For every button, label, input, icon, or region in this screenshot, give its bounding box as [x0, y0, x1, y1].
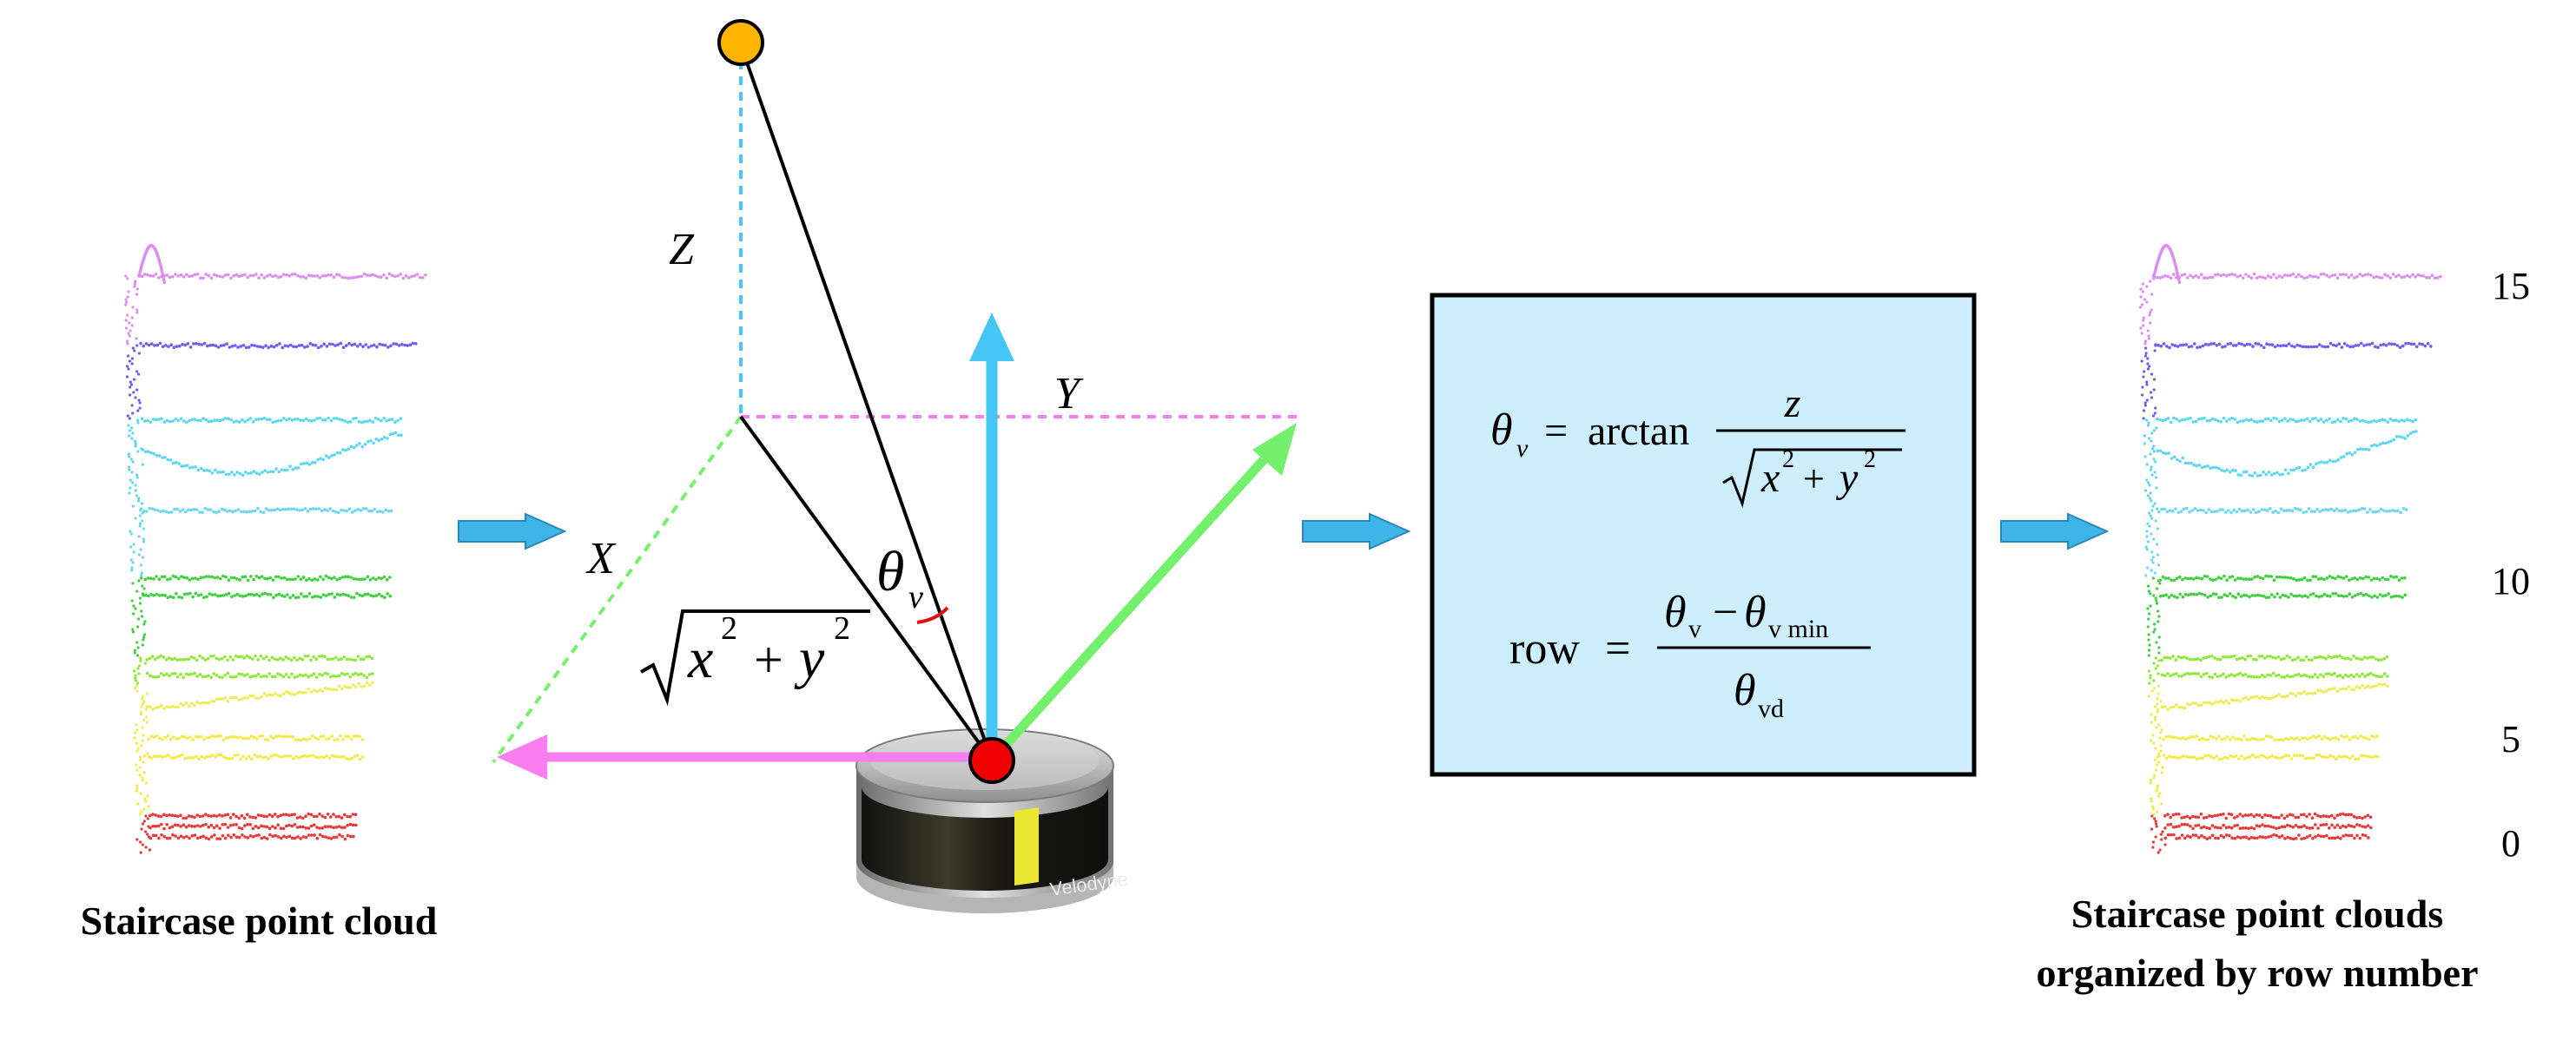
formula-row: row = θ v − θ v min θ vd: [1509, 588, 1871, 723]
staircase-point-cloud-right: [2138, 244, 2442, 854]
left-caption: Staircase point cloud: [81, 899, 438, 943]
sensor-origin-marker: [968, 737, 1015, 784]
flow-arrow-2: [1302, 512, 1411, 550]
svg-text:v: v: [908, 579, 923, 616]
horizontal-distance-label: x 2 + y 2: [640, 609, 870, 707]
svg-text:=: =: [1544, 408, 1568, 454]
row-number-5: 5: [2501, 718, 2520, 761]
row-number-0: 0: [2501, 822, 2520, 865]
svg-text:y: y: [1835, 455, 1859, 501]
formula-box: [1430, 293, 1977, 777]
axis-label-z: Z: [669, 225, 695, 274]
row-number-10: 10: [2492, 560, 2530, 603]
svg-text:θ: θ: [1744, 588, 1767, 637]
svg-text:y: y: [794, 627, 825, 690]
range-line: [739, 44, 994, 761]
svg-text:x: x: [687, 627, 713, 690]
svg-text:z: z: [1784, 380, 1801, 426]
svg-text:vd: vd: [1758, 695, 1784, 723]
x-axis-arrow: [497, 734, 992, 780]
svg-text:+: +: [754, 631, 783, 688]
svg-text:θ: θ: [876, 540, 904, 603]
svg-text:−: −: [1713, 588, 1738, 637]
formula-theta-v: θ v = arctan z x 2 + y 2: [1490, 380, 1906, 509]
svg-text:2: 2: [1864, 446, 1876, 473]
svg-text:2: 2: [721, 610, 737, 647]
svg-text:θ: θ: [1490, 405, 1513, 455]
lidar-point-marker: [717, 19, 764, 66]
theta-angle-arc: [916, 606, 949, 624]
staircase-point-cloud-left: [124, 244, 427, 854]
z-axis-arrow: [969, 313, 1014, 761]
velodyne-sensor: Velodyne: [855, 728, 1129, 913]
svg-text:v: v: [1516, 434, 1529, 463]
flow-arrow-1: [458, 512, 567, 550]
svg-text:row: row: [1509, 624, 1580, 674]
theta-v-label: θ v: [876, 540, 923, 616]
svg-text:v min: v min: [1768, 615, 1828, 643]
svg-text:=: =: [1605, 624, 1630, 674]
flow-arrow-3: [2000, 512, 2110, 550]
svg-text:v: v: [1688, 615, 1701, 643]
x-dashed-line: [492, 415, 743, 764]
svg-text:2: 2: [834, 610, 850, 647]
axis-label-x: X: [585, 534, 617, 583]
svg-text:+: +: [1803, 458, 1825, 500]
svg-text:θ: θ: [1734, 666, 1756, 715]
horizontal-range-line: [739, 415, 994, 762]
svg-text:θ: θ: [1664, 588, 1687, 637]
svg-text:arctan: arctan: [1588, 408, 1689, 454]
y-axis-arrow: [987, 423, 1297, 764]
svg-text:2: 2: [1782, 446, 1794, 473]
row-number-15: 15: [2492, 265, 2530, 307]
right-caption-line1: Staircase point clouds: [2071, 892, 2444, 936]
svg-text:x: x: [1760, 455, 1780, 501]
right-caption-line2: organized by row number: [2037, 951, 2479, 995]
axis-label-y: Y: [1054, 369, 1084, 418]
